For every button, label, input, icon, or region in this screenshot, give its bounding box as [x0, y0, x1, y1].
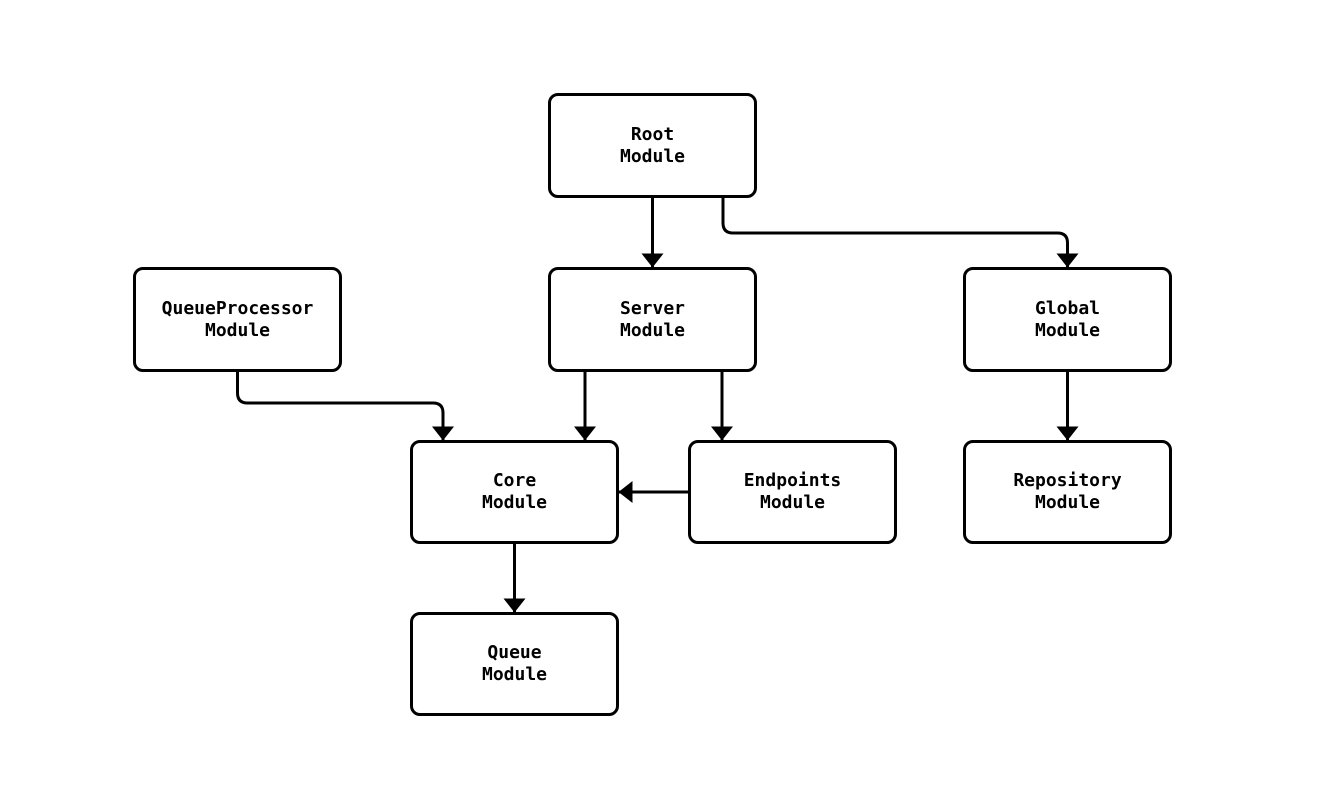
node-global-module: Global Module [963, 267, 1172, 372]
node-root-module-label-line2: Module [619, 145, 686, 167]
edge-queueprocessor-to-core [236, 372, 454, 441]
node-global-module-label-line1: Global [1034, 297, 1101, 319]
node-queueprocessor-module: QueueProcessor Module [133, 267, 342, 372]
node-server-module-label-line1: Server [619, 297, 686, 319]
node-core-module: Core Module [410, 440, 619, 544]
edge-root-to-global [721, 198, 1079, 268]
node-root-module-label-line1: Root [630, 123, 675, 145]
node-endpoints-module: Endpoints Module [688, 440, 897, 544]
node-endpoints-module-label-line2: Module [759, 492, 826, 513]
node-repository-module-label-line1: Repository [1013, 470, 1122, 491]
node-core-module-label-line2: Module [481, 492, 548, 513]
node-queue-module: Queue Module [410, 612, 619, 716]
node-queue-module-label-line1: Queue [487, 642, 542, 663]
node-repository-module-label-line2: Module [1034, 492, 1101, 513]
node-core-module-label-line1: Core [492, 470, 537, 491]
node-endpoints-module-label-line1: Endpoints [743, 470, 842, 491]
node-repository-module: Repository Module [963, 440, 1172, 544]
node-global-module-label-line2: Module [1034, 319, 1101, 341]
node-queueprocessor-module-label-line1: QueueProcessor [161, 297, 314, 319]
node-queue-module-label-line2: Module [481, 664, 548, 685]
node-queueprocessor-module-label-line2: Module [204, 319, 271, 341]
node-root-module: Root Module [548, 93, 757, 198]
node-server-module: Server Module [548, 267, 757, 372]
node-server-module-label-line2: Module [619, 319, 686, 341]
